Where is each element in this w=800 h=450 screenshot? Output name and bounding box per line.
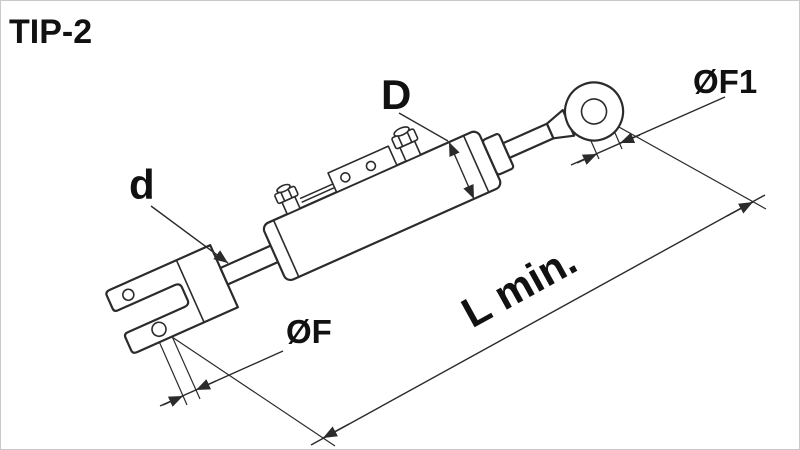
right-nut-facet-2 — [406, 130, 413, 143]
dim-arrow-of-right — [195, 379, 217, 391]
dim-line-d — [448, 141, 475, 200]
dim-arrow-of1-left — [576, 153, 598, 165]
cylinder-assembly — [105, 81, 625, 354]
leader-line-d-lower — [150, 205, 229, 264]
dim-arrow-l-left — [322, 423, 350, 439]
dimension-lines — [150, 96, 766, 446]
left-fitting-cap — [276, 183, 291, 194]
left-nut-facet — [279, 191, 286, 202]
label-clevis-pin-diameter: ØF — [286, 313, 332, 350]
dim-arrow-l-right — [726, 201, 754, 217]
witness-line-left — [168, 334, 336, 447]
leader-line-d-upper — [398, 112, 449, 142]
eye-neck — [545, 108, 576, 140]
clevis-fork — [105, 244, 239, 354]
eye-hole — [580, 98, 608, 125]
clevis-seam — [175, 259, 205, 323]
clevis-upper-hole — [122, 288, 135, 302]
drawing-title: TIP-2 — [9, 13, 92, 51]
dim-arrow-of1-right — [619, 132, 641, 144]
valve-port-hole-1 — [340, 172, 351, 183]
right-fitting-cap — [393, 126, 410, 137]
label-cylinder-diameter: D — [381, 71, 411, 118]
clevis-pin-hole — [151, 321, 167, 338]
hose-line-bottom — [301, 186, 335, 203]
label-eye-hole-diameter: ØF1 — [693, 63, 757, 100]
witness-line-of-a — [157, 338, 188, 406]
dim-arrow-of-left — [162, 395, 184, 407]
valve-port-hole-2 — [365, 160, 377, 172]
right-nut-facet — [397, 135, 404, 147]
rod-eye-side — [501, 122, 555, 159]
witness-line-right — [600, 116, 767, 210]
witness-line-of-b — [170, 333, 201, 400]
dim-line-l-min — [310, 194, 766, 446]
label-rod-clevis-diameter: d — [129, 161, 155, 208]
left-nut-facet-2 — [287, 188, 293, 199]
label-min-length: L min. — [454, 236, 584, 336]
hose-line-top — [299, 183, 334, 200]
barrel-seam-left — [272, 219, 300, 278]
